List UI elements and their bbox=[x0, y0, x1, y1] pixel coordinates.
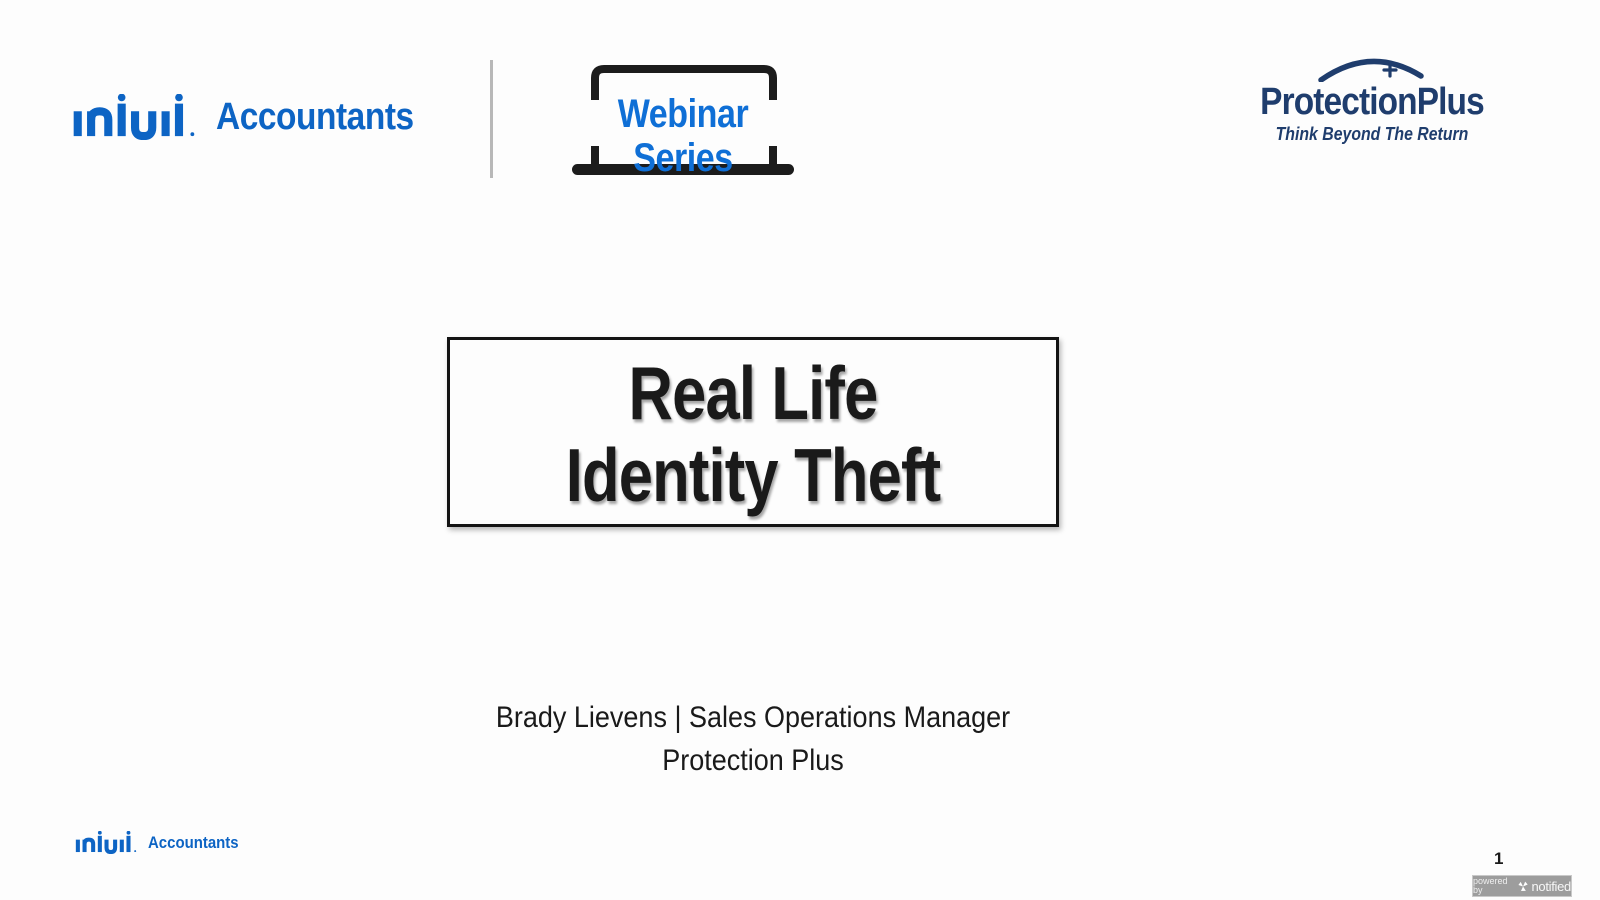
webinar-series-label: Webinar Series bbox=[617, 92, 749, 180]
notified-logo-icon bbox=[1518, 881, 1529, 891]
speaker-company: Protection Plus bbox=[662, 744, 844, 777]
webinar-series-logo: Webinar Series bbox=[548, 58, 818, 182]
page-number: 1 bbox=[1494, 849, 1504, 868]
speaker-name-title: Brady Lievens | Sales Operations Manager bbox=[495, 701, 1011, 734]
intuit-accountants-label: Accountants bbox=[216, 96, 414, 138]
intuit-accountants-logo: Accountants bbox=[72, 94, 441, 141]
protection-plus-logo: ProtectionPlus Think Beyond The Return bbox=[1240, 52, 1504, 146]
header-divider bbox=[490, 60, 493, 178]
footer-intuit-accountants-logo: Accountants bbox=[75, 830, 251, 854]
intuit-wordmark-icon bbox=[75, 831, 137, 854]
speaker-credit: Brady Lievens | Sales Operations Manager… bbox=[453, 696, 1053, 782]
footer-intuit-accountants-label: Accountants bbox=[148, 833, 239, 852]
protection-plus-tagline: Think Beyond The Return bbox=[1275, 124, 1469, 144]
title-line-1: Real Life bbox=[628, 351, 879, 435]
laptop-icon bbox=[572, 65, 794, 175]
protection-plus-wordmark: ProtectionPlus bbox=[1260, 81, 1485, 123]
title-box: Real Life Identity Theft bbox=[447, 337, 1059, 527]
title-line-2: Identity Theft bbox=[565, 433, 941, 517]
powered-by-label: powered by bbox=[1473, 876, 1508, 895]
notified-brand-label: notified bbox=[1531, 878, 1571, 894]
powered-by-notified-badge[interactable]: powered by notified bbox=[1472, 875, 1572, 897]
protection-plus-arc-icon bbox=[1318, 58, 1424, 82]
intuit-wordmark-icon bbox=[73, 94, 195, 140]
